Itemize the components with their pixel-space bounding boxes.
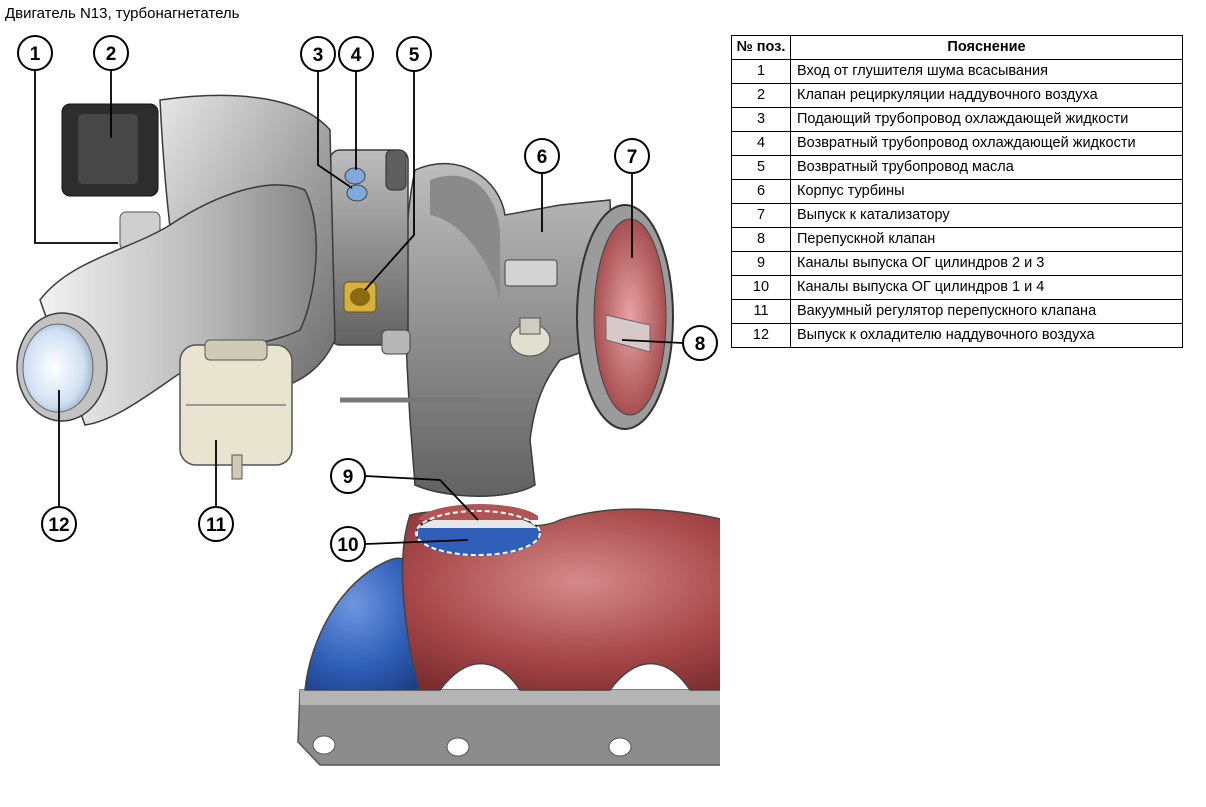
wastegate-actuator xyxy=(179,339,293,480)
legend-row-num: 7 xyxy=(731,203,791,228)
callout-label-3: 3 xyxy=(313,45,324,66)
callout-label-7: 7 xyxy=(627,147,638,168)
legend-row-num: 4 xyxy=(731,131,791,156)
callout-1: 1 xyxy=(17,35,53,71)
callout-label-8: 8 xyxy=(695,334,706,355)
legend-row-num: 3 xyxy=(731,107,791,132)
compressor-outlet-pipe xyxy=(16,184,317,426)
legend-row-num: 10 xyxy=(731,275,791,300)
legend-row-desc: Выпуск к катализатору xyxy=(790,203,1183,228)
callout-label-1: 1 xyxy=(30,44,41,65)
callout-label-6: 6 xyxy=(537,147,548,168)
leader-line-9 xyxy=(364,475,479,521)
callout-8: 8 xyxy=(682,325,718,361)
legend-header-num: № поз. xyxy=(731,35,791,60)
bearing-housing xyxy=(329,149,480,403)
leader-line-5 xyxy=(364,71,415,291)
leader-lines xyxy=(34,70,684,545)
callout-5: 5 xyxy=(396,36,432,72)
callout-label-4: 4 xyxy=(351,45,362,66)
legend-row-num: 9 xyxy=(731,251,791,276)
callout-label-12: 12 xyxy=(48,515,69,536)
callout-7: 7 xyxy=(614,138,650,174)
legend-row-desc: Подающий трубопровод охлаждающей жидкост… xyxy=(790,107,1183,132)
legend-row-desc: Корпус турбины xyxy=(790,179,1183,204)
callout-10: 10 xyxy=(330,526,366,562)
page-title: Двигатель N13, турбонагнетатель xyxy=(5,5,240,22)
callout-9: 9 xyxy=(330,458,366,494)
turbine-housing xyxy=(404,162,616,497)
legend-row-desc: Возвратный трубопровод охлаждающей жидко… xyxy=(790,131,1183,156)
legend-row-desc: Клапан рециркуляции наддувочного воздуха xyxy=(790,83,1183,108)
turbine-outlet xyxy=(576,204,674,430)
callout-label-11: 11 xyxy=(206,515,227,536)
legend-row-desc: Вход от глушителя шума всасывания xyxy=(790,59,1183,84)
legend-row-desc: Каналы выпуска ОГ цилиндров 2 и 3 xyxy=(790,251,1183,276)
leader-line-8 xyxy=(621,339,684,344)
legend-row-num: 8 xyxy=(731,227,791,252)
callout-4: 4 xyxy=(338,36,374,72)
leader-line-10 xyxy=(364,539,469,545)
exhaust-manifold xyxy=(297,504,720,766)
legend-header-row: № поз. Пояснение xyxy=(731,35,1183,60)
legend-row-desc: Каналы выпуска ОГ цилиндров 1 и 4 xyxy=(790,275,1183,300)
legend-row-desc: Возвратный трубопровод масла xyxy=(790,155,1183,180)
leader-line-1 xyxy=(34,70,118,244)
legend-row-num: 6 xyxy=(731,179,791,204)
callout-2: 2 xyxy=(93,35,129,71)
legend-header-desc: Пояснение xyxy=(790,35,1183,60)
legend-row-num: 12 xyxy=(731,323,791,348)
callout-label-2: 2 xyxy=(106,44,117,65)
legend-row-desc: Выпуск к охладителю наддувочного воздуха xyxy=(790,323,1183,348)
callout-label-9: 9 xyxy=(343,467,354,488)
callout-label-5: 5 xyxy=(409,45,420,66)
legend-row-num: 5 xyxy=(731,155,791,180)
legend-row-desc: Перепускной клапан xyxy=(790,227,1183,252)
leader-line-3 xyxy=(317,71,353,189)
callout-3: 3 xyxy=(300,36,336,72)
callout-12: 12 xyxy=(41,506,77,542)
legend-row-desc: Вакуумный регулятор перепускного клапана xyxy=(790,299,1183,324)
legend-row-num: 11 xyxy=(731,299,791,324)
callout-label-10: 10 xyxy=(337,535,358,556)
legend-row-num: 1 xyxy=(731,59,791,84)
legend-row-num: 2 xyxy=(731,83,791,108)
callout-6: 6 xyxy=(524,138,560,174)
callout-11: 11 xyxy=(198,506,234,542)
turbocharger-diagram: 1 2 3 4 5 6 7 8 9 10 11 12 xyxy=(16,35,720,766)
